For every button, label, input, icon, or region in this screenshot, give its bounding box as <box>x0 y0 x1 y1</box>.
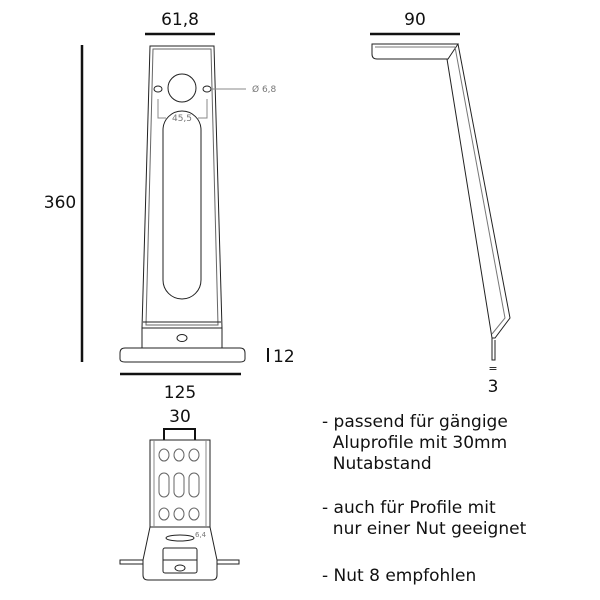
svg-text:=: = <box>488 362 497 375</box>
note-1: - passend für gängige Aluprofile mit 30m… <box>322 412 508 474</box>
label-base-thickness: 12 <box>273 347 295 367</box>
label-thickness: 3 <box>488 377 499 397</box>
label-hole-spacing: 45,5 <box>172 114 192 124</box>
bottom-view <box>119 428 240 581</box>
note-2: - auch für Profile mit nur einer Nut gee… <box>322 498 527 539</box>
front-view <box>119 45 246 363</box>
label-depth: 90 <box>404 10 426 30</box>
label-slot-width: 30 <box>169 407 191 427</box>
note-3: - Nut 8 empfohlen <box>322 566 477 586</box>
label-hole-diameter: Ø 6,8 <box>252 84 277 95</box>
label-top-width: 61,8 <box>161 10 199 30</box>
side-view <box>371 43 511 361</box>
label-height: 360 <box>44 193 76 213</box>
label-base-width: 125 <box>164 383 196 403</box>
label-slot-small: 6,4 <box>195 531 207 539</box>
